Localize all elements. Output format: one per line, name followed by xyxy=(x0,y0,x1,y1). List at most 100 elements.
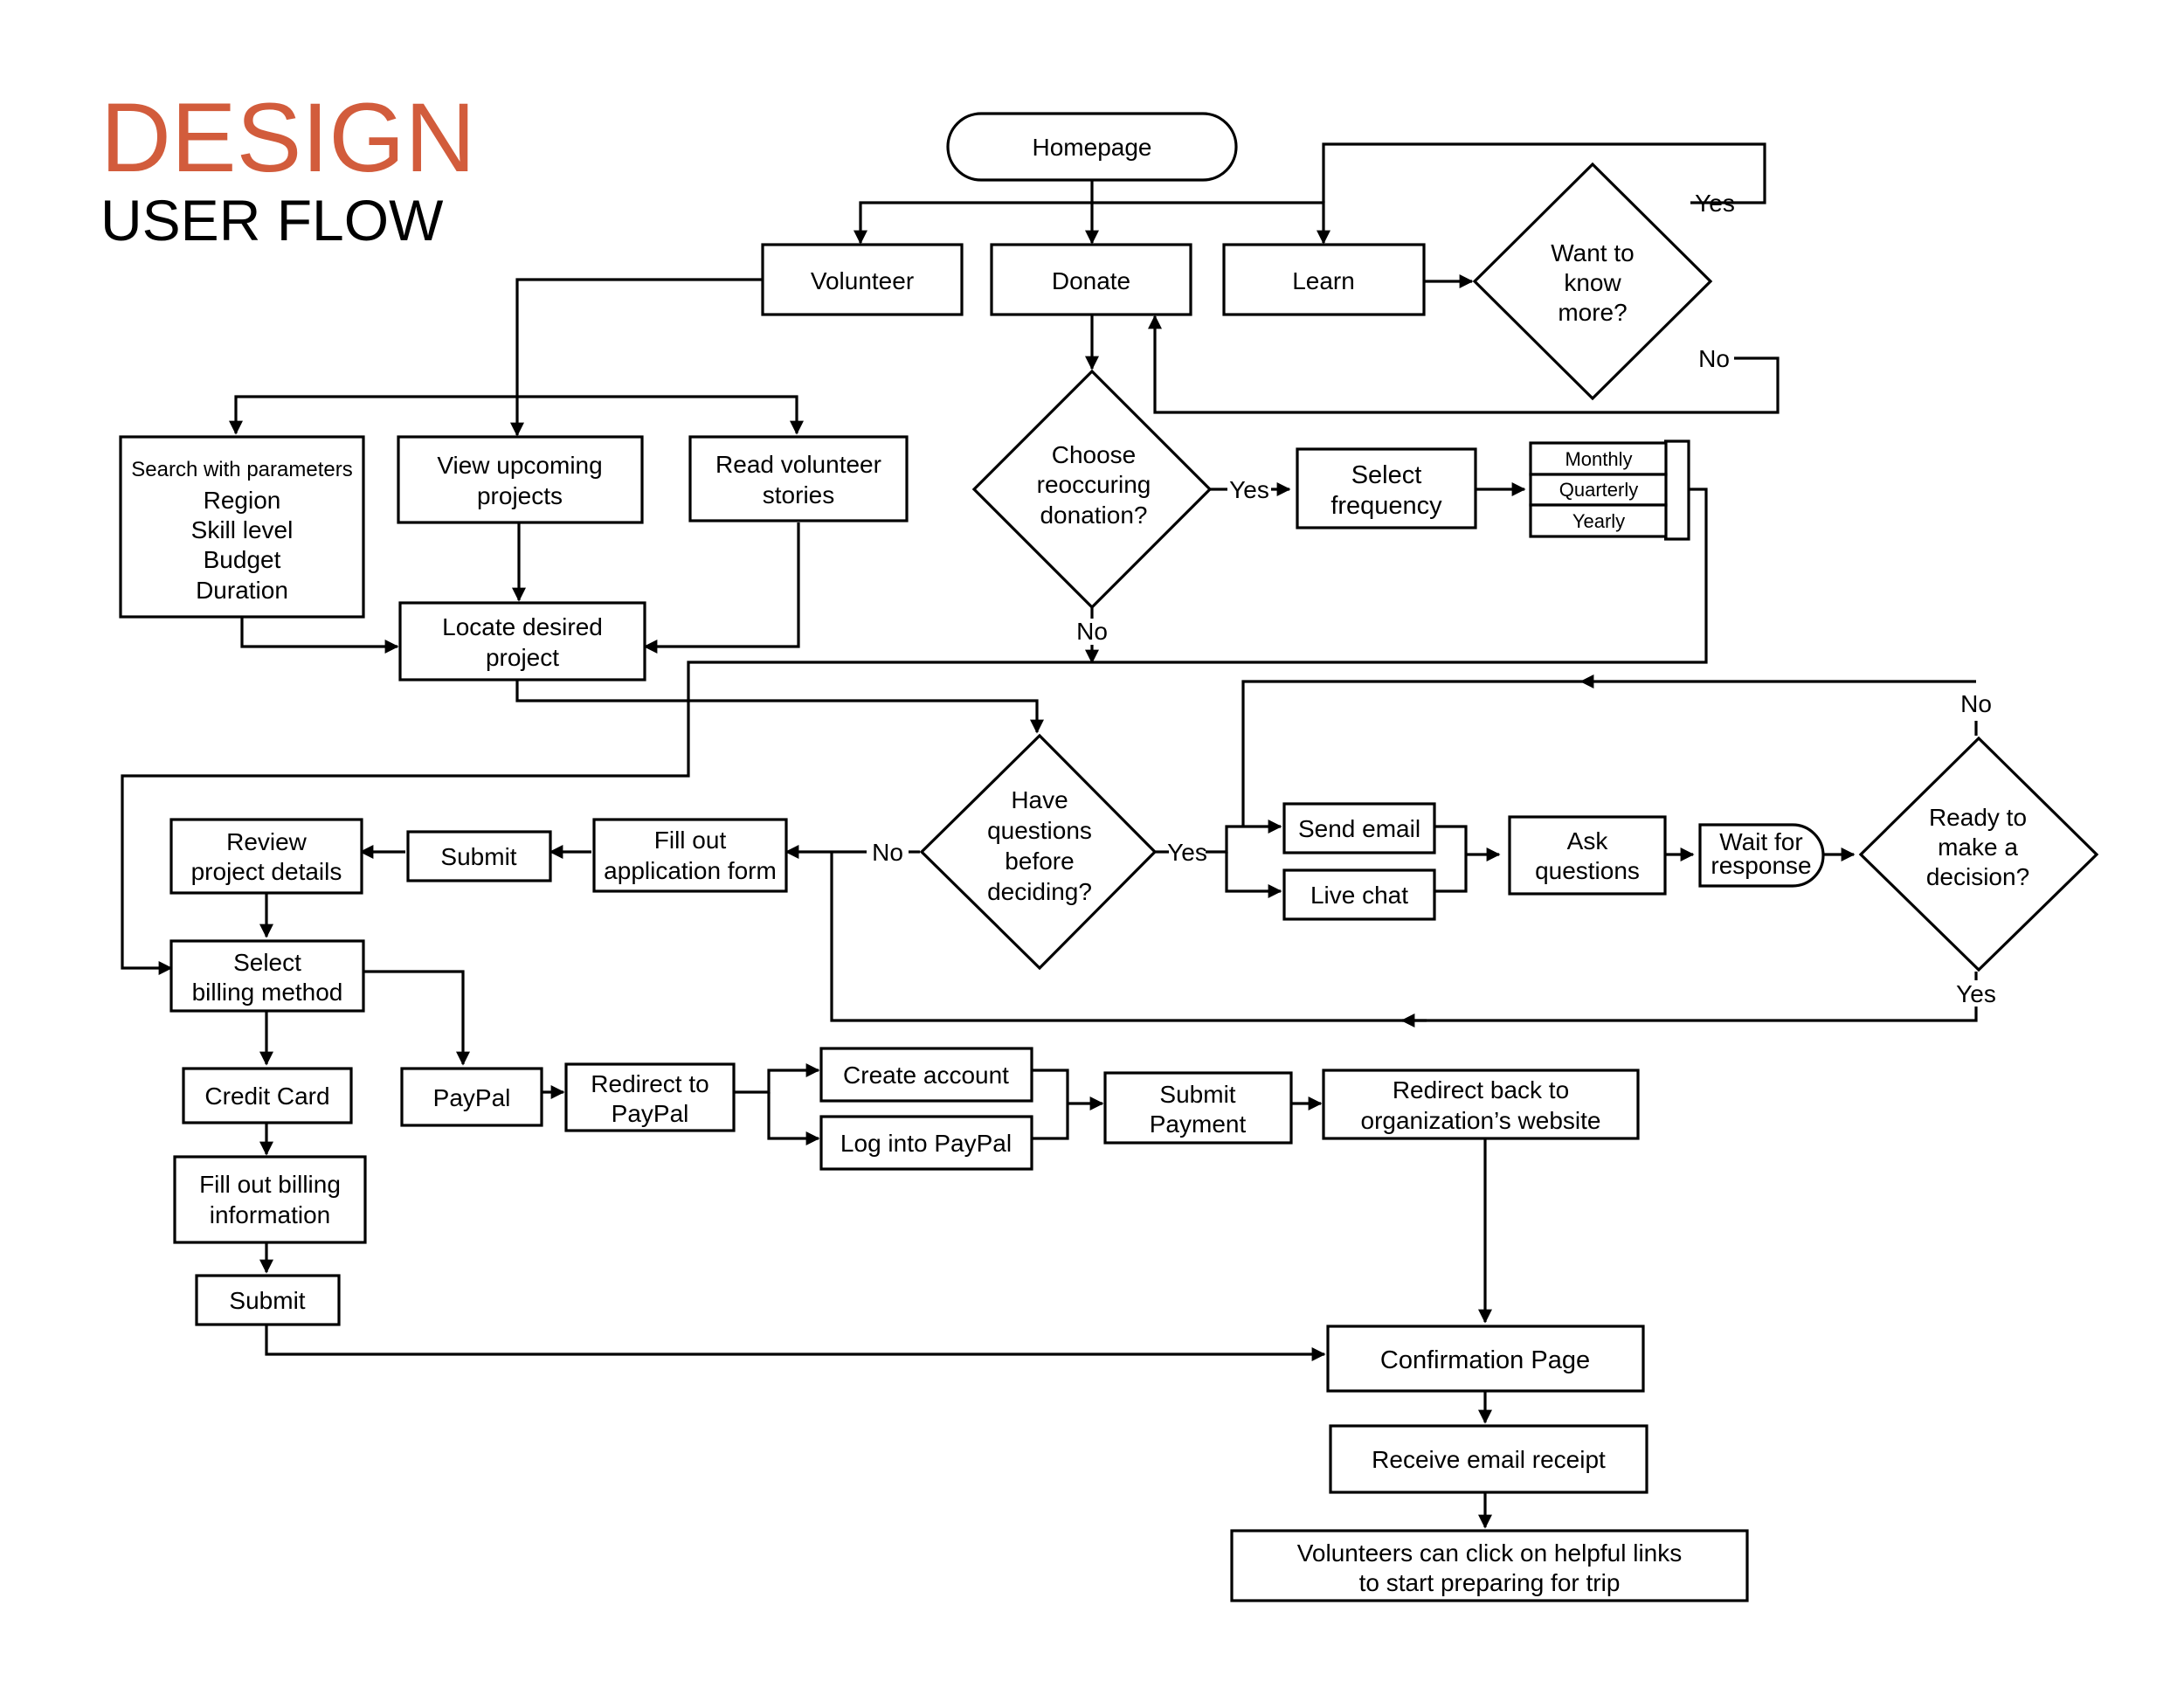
node-donate: Donate xyxy=(990,243,1192,316)
node-search-parameters: Search with parameters Region Skill leve… xyxy=(119,435,365,619)
want-more-line-2: know xyxy=(1564,269,1621,296)
review-details-line-2: project details xyxy=(191,858,342,885)
fill-billing-line-1: Fill out billing xyxy=(199,1171,341,1198)
wait-response-line-1: Wait for xyxy=(1719,828,1802,855)
search-params-line-1: Search with parameters xyxy=(131,458,352,481)
ready-line-3: decision? xyxy=(1926,863,2029,890)
email-receipt-label: Receive email receipt xyxy=(1372,1446,1606,1473)
node-learn: Learn xyxy=(1222,243,1426,316)
select-billing-line-2: billing method xyxy=(192,979,343,1006)
submit-application-label: Submit xyxy=(440,843,516,870)
connectors xyxy=(121,142,1978,1529)
submit-billing-label: Submit xyxy=(229,1287,305,1314)
node-helpful-links: Volunteers can click on helpful links to… xyxy=(1230,1529,1749,1602)
view-projects-line-2: projects xyxy=(477,482,563,509)
frequency-options: Monthly Quarterly Yearly xyxy=(1529,441,1668,538)
submit-payment-line-2: Payment xyxy=(1150,1110,1247,1138)
decision-ready: Ready to make a decision? xyxy=(1858,736,2099,972)
fill-billing-line-2: information xyxy=(210,1201,331,1228)
title-design: DESIGN xyxy=(100,83,475,192)
label-no-want-more: No xyxy=(1698,345,1730,372)
search-params-line-4: Budget xyxy=(204,546,281,573)
node-redirect-paypal: Redirect to PayPal xyxy=(564,1062,736,1132)
ask-questions-line-1: Ask xyxy=(1567,827,1609,854)
freq-quarterly: Quarterly xyxy=(1559,479,1638,501)
node-paypal: PayPal xyxy=(400,1067,543,1127)
label-no-ready: No xyxy=(1960,690,1992,717)
paypal-label: PayPal xyxy=(433,1084,511,1111)
node-select-billing: Select billing method xyxy=(169,939,365,1013)
want-more-line-1: Want to xyxy=(1551,239,1634,266)
search-params-line-3: Skill level xyxy=(191,516,294,543)
ready-line-2: make a xyxy=(1938,834,2018,861)
read-stories-line-1: Read volunteer xyxy=(715,451,881,478)
label-yes-ready: Yes xyxy=(1956,980,1996,1007)
node-view-projects: View upcoming projects xyxy=(397,435,644,524)
label-yes-questions: Yes xyxy=(1167,839,1207,866)
node-locate-project: Locate desired project xyxy=(398,601,646,681)
have-questions-line-1: Have xyxy=(1011,786,1068,813)
confirmation-label: Confirmation Page xyxy=(1380,1346,1590,1374)
credit-card-label: Credit Card xyxy=(204,1083,329,1110)
log-paypal-label: Log into PayPal xyxy=(840,1130,1012,1157)
live-chat-label: Live chat xyxy=(1310,882,1408,909)
create-account-label: Create account xyxy=(843,1062,1009,1089)
search-params-line-5: Duration xyxy=(196,577,288,604)
locate-project-line-2: project xyxy=(486,644,559,671)
label-yes-recurring: Yes xyxy=(1229,476,1269,503)
node-redirect-back: Redirect back to organization’s website xyxy=(1322,1069,1640,1140)
node-live-chat: Live chat xyxy=(1282,868,1436,921)
node-fill-application: Fill out application form xyxy=(592,818,788,893)
edge-labels: Yes No Yes No No Yes No Yes xyxy=(872,190,1996,1007)
have-questions-line-2: questions xyxy=(987,817,1092,844)
decision-have-questions: Have questions before deciding? xyxy=(919,733,1158,971)
node-confirmation: Confirmation Page xyxy=(1326,1325,1645,1393)
redirect-back-line-1: Redirect back to xyxy=(1393,1076,1569,1103)
decision-want-more: Want to know more? xyxy=(1472,162,1713,401)
node-submit-payment: Submit Payment xyxy=(1103,1071,1293,1145)
helpful-links-line-1: Volunteers can click on helpful links xyxy=(1297,1539,1682,1567)
have-questions-line-4: deciding? xyxy=(987,878,1092,905)
node-homepage-label: Homepage xyxy=(1033,134,1152,161)
have-questions-line-3: before xyxy=(1005,847,1074,875)
node-send-email: Send email xyxy=(1282,802,1436,854)
node-learn-label: Learn xyxy=(1292,267,1355,294)
locate-project-line-1: Locate desired xyxy=(442,613,603,640)
search-params-line-2: Region xyxy=(204,487,281,514)
node-volunteer-label: Volunteer xyxy=(811,267,914,294)
node-read-stories: Read volunteer stories xyxy=(688,435,909,522)
want-more-line-3: more? xyxy=(1558,299,1627,326)
review-details-line-1: Review xyxy=(226,828,308,855)
redirect-back-line-2: organization’s website xyxy=(1361,1107,1601,1134)
freq-yearly: Yearly xyxy=(1572,510,1625,532)
select-frequency-line-2: frequency xyxy=(1330,492,1442,520)
node-create-account: Create account xyxy=(819,1047,1033,1103)
helpful-links-line-2: to start preparing for trip xyxy=(1359,1569,1621,1596)
node-fill-billing: Fill out billing information xyxy=(173,1155,367,1244)
recurring-line-3: donation? xyxy=(1040,502,1147,529)
freq-monthly: Monthly xyxy=(1565,448,1632,470)
label-no-questions: No xyxy=(872,839,903,866)
node-donate-label: Donate xyxy=(1052,267,1130,294)
recurring-line-2: reoccuring xyxy=(1037,471,1151,498)
select-billing-line-1: Select xyxy=(233,949,301,976)
node-volunteer: Volunteer xyxy=(761,243,964,316)
view-projects-line-1: View upcoming xyxy=(437,452,602,479)
label-no-recurring: No xyxy=(1076,618,1108,645)
decision-recurring-donation: Choose reoccuring donation? xyxy=(971,369,1213,610)
title-user-flow: USER FLOW xyxy=(100,188,444,253)
redirect-paypal-line-1: Redirect to xyxy=(591,1070,708,1097)
recurring-line-1: Choose xyxy=(1052,441,1137,468)
node-review-details: Review project details xyxy=(169,818,363,895)
fill-application-line-2: application form xyxy=(604,857,777,884)
fill-application-line-1: Fill out xyxy=(654,827,727,854)
read-stories-line-2: stories xyxy=(763,481,834,508)
ready-line-1: Ready to xyxy=(1929,804,2027,831)
node-ask-questions: Ask questions xyxy=(1508,815,1667,896)
node-select-frequency: Select frequency xyxy=(1296,447,1477,529)
node-homepage: Homepage xyxy=(946,112,1238,182)
select-frequency-line-1: Select xyxy=(1351,461,1422,489)
submit-payment-line-1: Submit xyxy=(1159,1081,1235,1108)
send-email-label: Send email xyxy=(1298,815,1420,842)
